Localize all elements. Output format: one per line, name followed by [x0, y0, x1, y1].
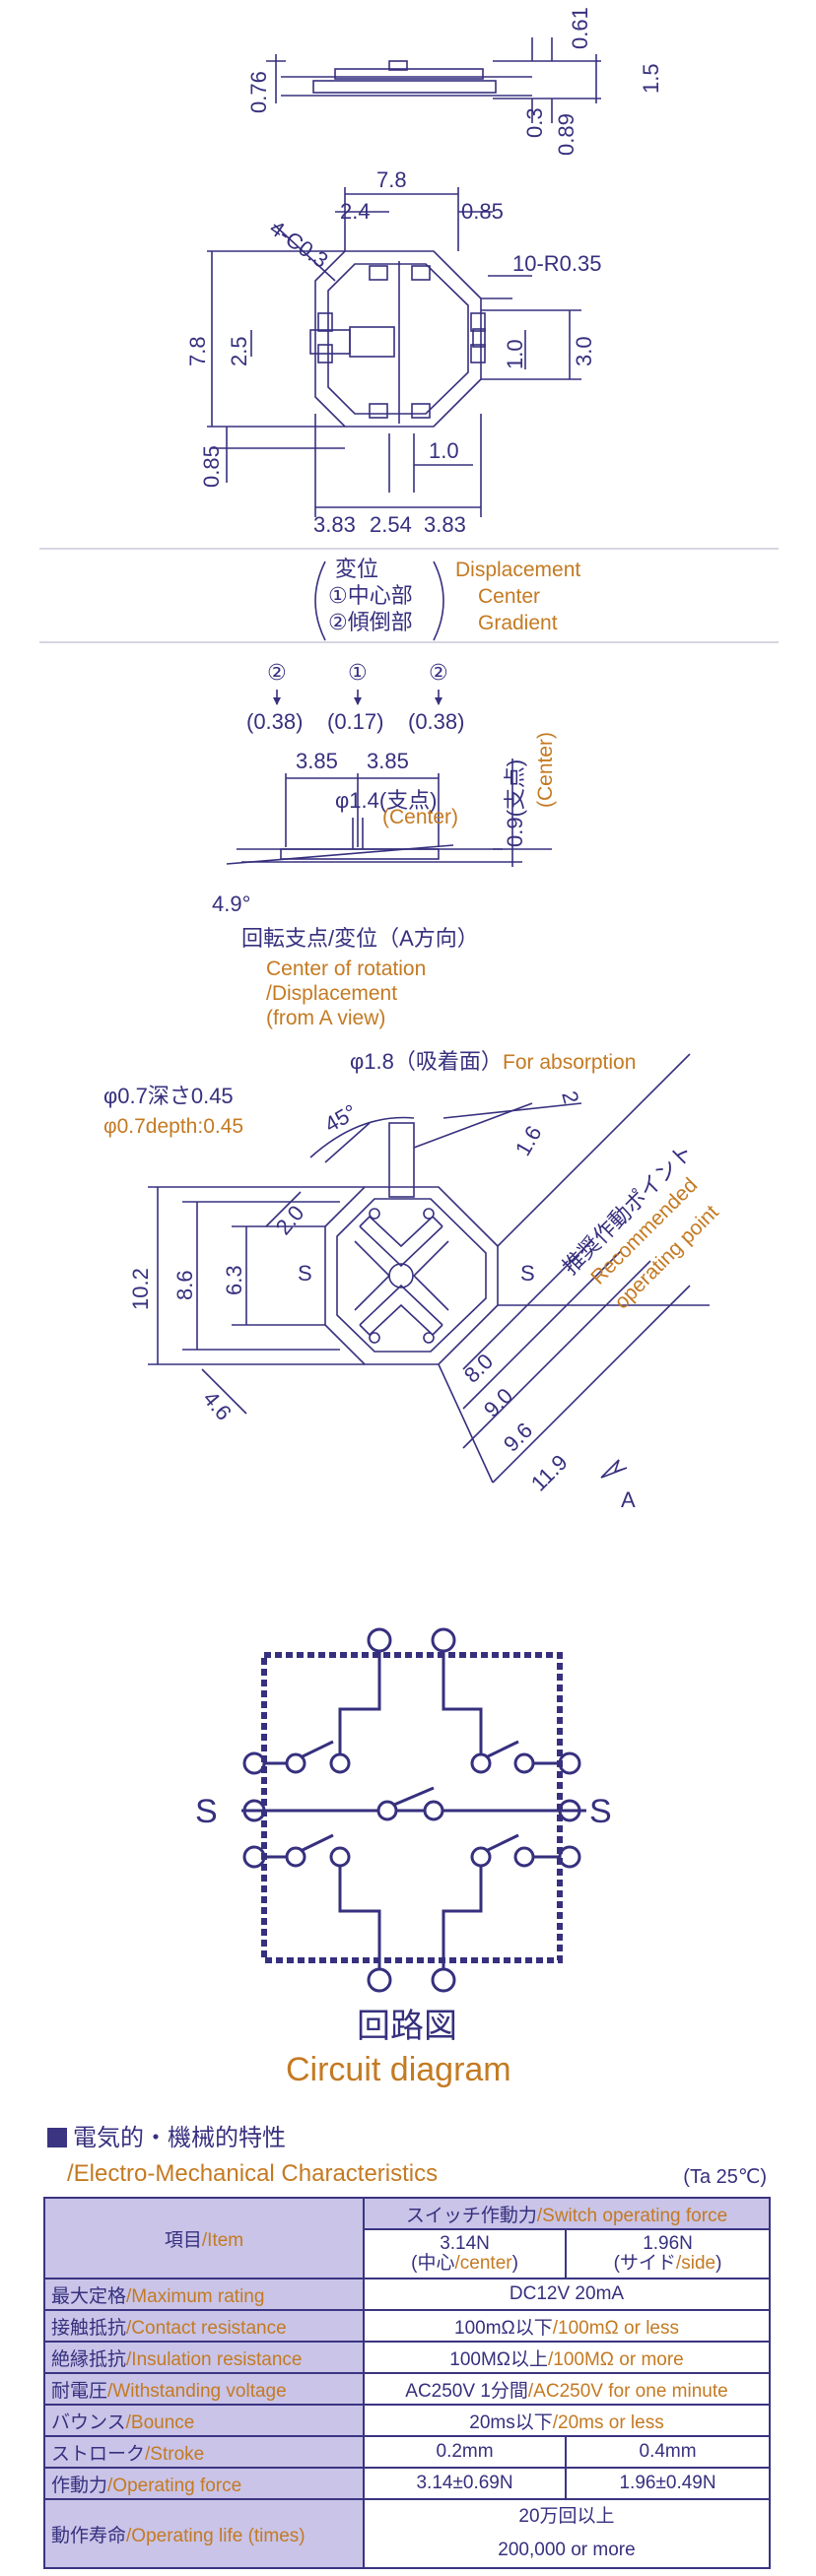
dim-label: 3.83	[313, 512, 356, 537]
square-bullet-icon	[47, 2128, 67, 2147]
dim-label: 0.89	[554, 113, 578, 156]
s-label: S	[298, 1261, 312, 1286]
table-subheader-row: 3.14N (中心/center) 1.96N (サイド/side)	[44, 2228, 771, 2279]
legend-title-en: Displacement	[455, 559, 580, 581]
rotation-view	[226, 690, 552, 867]
characteristics-title-jp: 電気的・機械的特性	[73, 2125, 286, 2151]
top-view	[207, 187, 581, 517]
caption-en: Center of rotation	[266, 958, 426, 980]
dim-label: 10.2	[128, 1268, 153, 1310]
dim-label: 7.8	[185, 336, 210, 366]
table-row: 最大定格/Maximum rating DC12V 20mA	[43, 2278, 771, 2311]
legend-gradient-jp: ②傾倒部	[328, 610, 413, 634]
technical-drawings	[39, 37, 779, 1993]
characteristics-subtitle: /Electro-Mechanical Characteristics	[67, 2160, 439, 2187]
dim-label: 2.0	[271, 1201, 309, 1240]
dim-label: 6.3	[222, 1265, 246, 1295]
item-header: 項目/Item	[43, 2197, 365, 2279]
dim-label: 0.61	[568, 7, 592, 49]
table-header-row: 項目/Item スイッチ作動力/Switch operating force	[43, 2197, 771, 2279]
side-force-header: 1.96N (サイド/side)	[565, 2228, 771, 2279]
displacement-value: (0.38)	[246, 709, 303, 734]
dim-label: 8.0	[459, 1349, 498, 1387]
circuit-diagram	[241, 1627, 586, 1993]
circuit-s-left: S	[195, 1793, 218, 1830]
dim-label: (Center)	[534, 732, 557, 808]
arrow-label: A	[621, 1487, 636, 1512]
table-row: バウンス/Bounce 20ms以下/20ms or less	[43, 2404, 771, 2437]
caption-en: (from A view)	[266, 1007, 385, 1029]
dim-label: 4.6	[198, 1386, 237, 1425]
dim-label: 0.3	[522, 107, 547, 138]
displacement-value: (0.38)	[408, 709, 464, 734]
temperature-note: (Ta 25℃)	[683, 2166, 767, 2188]
characteristics-title: 電気的・機械的特性	[47, 2118, 286, 2152]
characteristics-table: 項目/Item スイッチ作動力/Switch operating force 3…	[43, 2197, 771, 2569]
legend-gradient-en: Gradient	[478, 612, 558, 634]
dim-label: φ1.4(支点)	[335, 788, 438, 813]
caption-jp: 回転支点/変位（A方向）	[241, 926, 479, 951]
absorption-en: For absorption	[503, 1051, 636, 1074]
dim-label: 7.8	[376, 167, 407, 192]
hole-jp: φ0.7深さ0.45	[103, 1084, 234, 1108]
dim-label: 1.0	[429, 438, 459, 463]
dim-label: 3.85	[296, 749, 338, 773]
dim-label: 1.6	[510, 1122, 547, 1160]
dim-label: 2	[557, 1089, 583, 1106]
dim-label: 3.0	[572, 336, 596, 366]
legend-center-jp: ①中心部	[328, 583, 413, 608]
table-row: ストローク/Stroke 0.2mm 0.4mm	[43, 2435, 771, 2469]
s-label: S	[520, 1261, 535, 1286]
circuit-title-jp: 回路図	[357, 2008, 457, 2045]
dim-label: 3.83	[424, 512, 466, 537]
dim-label: 1.0	[503, 339, 527, 369]
marker: ①	[348, 660, 368, 685]
table-row: 耐電圧/Withstanding voltage AC250V 1分間/AC25…	[43, 2372, 771, 2406]
dim-label: 0.9(支点)	[503, 760, 527, 847]
caption-en: /Displacement	[266, 982, 397, 1005]
dim-label: 10-R0.35	[512, 251, 602, 276]
dim-label: 4.9°	[212, 892, 250, 916]
dim-label: 8.6	[172, 1270, 197, 1300]
circuit-s-right: S	[589, 1793, 612, 1830]
hole-en: φ0.7depth:0.45	[103, 1115, 243, 1138]
dim-label: 2.4	[340, 199, 371, 224]
marker: ②	[267, 660, 287, 685]
table-row: 絶縁抵抗/Insulation resistance 100MΩ以上/100MΩ…	[43, 2341, 771, 2374]
dim-label: 4-C0.3	[265, 216, 332, 273]
marker: ②	[429, 660, 448, 685]
dim-label: 1.5	[639, 63, 663, 94]
dim-label: 2.5	[227, 336, 251, 366]
dim-label: (Center)	[382, 806, 458, 828]
dim-label: 0.85	[199, 445, 224, 488]
legend-title-jp: 変位	[335, 557, 378, 581]
force-header: スイッチ作動力/Switch operating force	[363, 2197, 771, 2230]
dim-label: 9.6	[499, 1418, 537, 1456]
dim-label: 0.85	[461, 199, 504, 224]
dim-label: 11.9	[526, 1450, 573, 1496]
mounting-view	[148, 1053, 710, 1484]
side-view	[266, 37, 601, 123]
table-row: 接触抵抗/Contact resistance 100mΩ以下/100mΩ or…	[43, 2309, 771, 2343]
drawing-labels: 0.76 0.61 1.5 0.3 0.89 7.8 2.4 0.85 4-C0…	[103, 7, 723, 2088]
angle-label: 45°	[320, 1099, 361, 1137]
circuit-title-en: Circuit diagram	[286, 2051, 511, 2088]
dim-label: 2.54	[370, 512, 412, 537]
absorption-jp: φ1.8（吸着面）	[350, 1049, 503, 1074]
dim-label: 9.0	[479, 1383, 517, 1421]
dim-label: 3.85	[367, 749, 409, 773]
table-row: 作動力/Operating force 3.14±0.69N 1.96±0.49…	[43, 2467, 771, 2500]
dim-label: 0.76	[246, 71, 271, 113]
displacement-value: (0.17)	[327, 709, 383, 734]
center-force-header: 3.14N (中心/center)	[362, 2228, 568, 2279]
legend-center-en: Center	[478, 585, 540, 608]
